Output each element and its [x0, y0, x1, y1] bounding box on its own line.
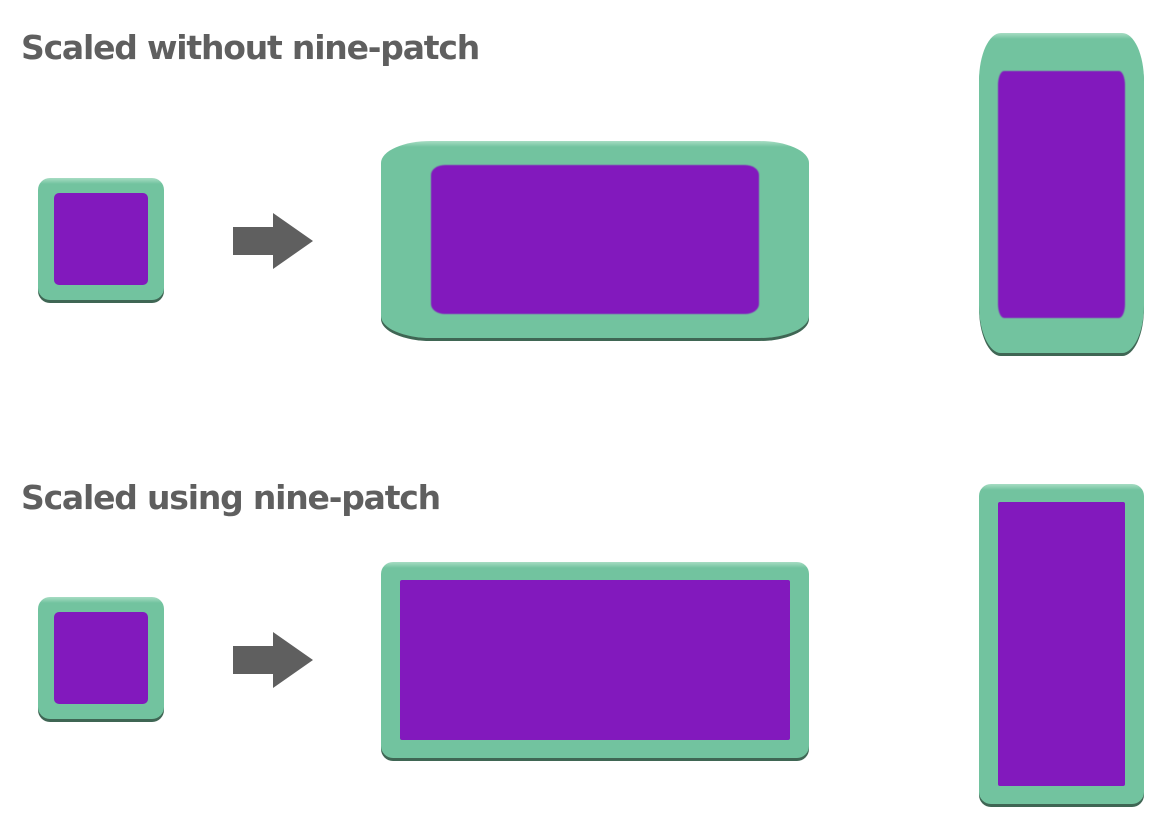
- scaled-tall-image-distorted: [979, 33, 1144, 353]
- original-image-content: [54, 612, 148, 704]
- original-image-with: [38, 597, 164, 719]
- section-title-using-nine-patch: Scaled using nine-patch: [21, 478, 441, 517]
- original-image-without: [38, 178, 164, 300]
- scaled-wide-image-distorted: [381, 141, 809, 338]
- scaled-tall-content-distorted: [998, 71, 1125, 318]
- section-title-without-nine-patch: Scaled without nine-patch: [21, 28, 480, 67]
- original-image-content: [54, 193, 148, 285]
- scaled-tall-content-nine-patch: [998, 502, 1125, 786]
- right-arrow-icon: [233, 632, 313, 688]
- scaled-wide-image-nine-patch: [381, 562, 809, 758]
- right-arrow-icon: [233, 213, 313, 269]
- scaled-wide-content-nine-patch: [400, 580, 790, 740]
- scaled-wide-content-distorted: [431, 165, 759, 314]
- scaled-tall-image-nine-patch: [979, 484, 1144, 804]
